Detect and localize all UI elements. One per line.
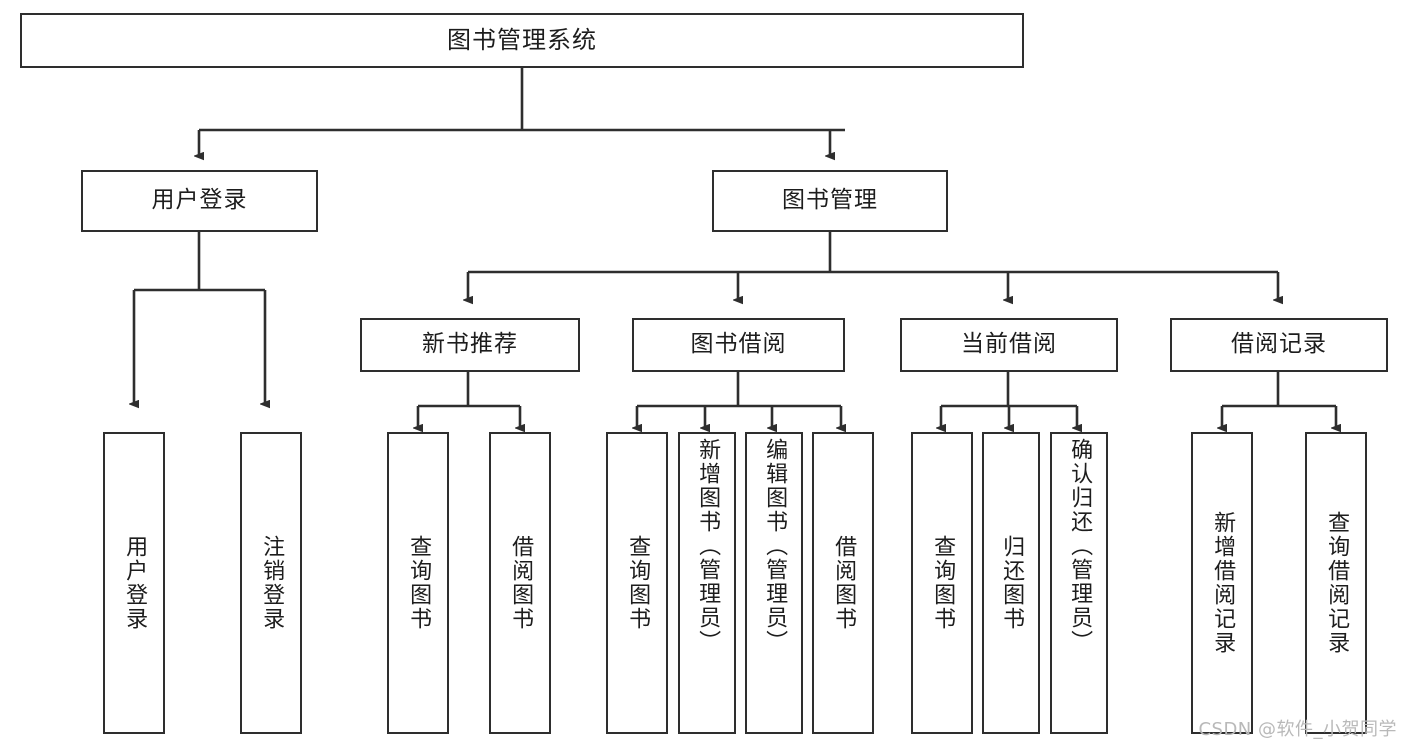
leaf-text-wrap: 查询图书 (389, 434, 447, 732)
leaf-text-wrap: 查询图书 (608, 434, 666, 732)
node-root-label: 图书管理系统 (447, 26, 597, 55)
leaf-label: 注销登录 (259, 535, 285, 631)
leaf-label: 查询图书 (930, 535, 956, 631)
leaf-label: 借阅图书 (831, 535, 857, 631)
leaf-text-wrap: 借阅图书 (814, 434, 872, 732)
leaf-label: 新增借阅记录 (1210, 511, 1236, 655)
leaf-label: 查询图书 (625, 535, 651, 631)
leaf-borrow-record-add[interactable]: 新增借阅记录 (1191, 432, 1253, 734)
leaf-current-borrow-confirm[interactable]: 确认归还（管理员） (1050, 432, 1108, 734)
leaf-text-wrap: 查询借阅记录 (1307, 434, 1365, 732)
node-book-borrow-label: 图书借阅 (690, 331, 787, 358)
leaf-label: 用户登录 (122, 535, 148, 631)
leaf-book-borrow-query[interactable]: 查询图书 (606, 432, 668, 734)
leaf-book-borrow-add[interactable]: 新增图书（管理员） (678, 432, 736, 734)
leaf-text-wrap: 借阅图书 (491, 434, 549, 732)
leaf-new-book-borrow[interactable]: 借阅图书 (489, 432, 551, 734)
node-current-borrow-label: 当前借阅 (961, 331, 1057, 358)
leaf-text-wrap: 归还图书 (984, 434, 1038, 732)
leaf-book-borrow-borrow[interactable]: 借阅图书 (812, 432, 874, 734)
node-new-book-recommend[interactable]: 新书推荐 (360, 318, 580, 372)
leaf-label: 编辑图书（管理员） (762, 438, 788, 654)
leaf-label: 借阅图书 (508, 535, 534, 631)
leaf-new-book-query[interactable]: 查询图书 (387, 432, 449, 734)
leaf-label: 查询借阅记录 (1324, 511, 1350, 655)
leaf-text-wrap: 新增借阅记录 (1193, 434, 1251, 732)
node-book-management-label: 图书管理 (782, 187, 878, 214)
leaf-label: 新增图书（管理员） (695, 438, 721, 654)
leaf-label: 归还图书 (999, 535, 1025, 631)
node-book-borrow[interactable]: 图书借阅 (632, 318, 845, 372)
leaf-text-wrap: 注销登录 (242, 434, 300, 732)
node-current-borrow[interactable]: 当前借阅 (900, 318, 1118, 372)
leaf-text-wrap: 查询图书 (913, 434, 971, 732)
node-book-management[interactable]: 图书管理 (712, 170, 948, 232)
leaf-user-login-login[interactable]: 用户登录 (103, 432, 165, 734)
node-new-book-recommend-label: 新书推荐 (422, 331, 518, 358)
node-borrow-record-label: 借阅记录 (1231, 331, 1327, 358)
leaf-user-login-logout[interactable]: 注销登录 (240, 432, 302, 734)
leaf-text-wrap: 新增图书（管理员） (680, 434, 734, 736)
leaf-text-wrap: 编辑图书（管理员） (747, 434, 801, 736)
leaf-label: 查询图书 (406, 535, 432, 631)
node-user-login-label: 用户登录 (151, 187, 248, 214)
leaf-current-borrow-query[interactable]: 查询图书 (911, 432, 973, 734)
leaf-current-borrow-return[interactable]: 归还图书 (982, 432, 1040, 734)
leaf-borrow-record-query[interactable]: 查询借阅记录 (1305, 432, 1367, 734)
node-borrow-record[interactable]: 借阅记录 (1170, 318, 1388, 372)
node-user-login[interactable]: 用户登录 (81, 170, 318, 232)
leaf-text-wrap: 用户登录 (105, 434, 163, 732)
leaf-text-wrap: 确认归还（管理员） (1052, 434, 1106, 736)
leaf-label: 确认归还（管理员） (1067, 438, 1093, 654)
watermark: CSDN @软件_小贺同学 (1198, 719, 1397, 740)
leaf-book-borrow-edit[interactable]: 编辑图书（管理员） (745, 432, 803, 734)
node-root[interactable]: 图书管理系统 (20, 13, 1024, 68)
